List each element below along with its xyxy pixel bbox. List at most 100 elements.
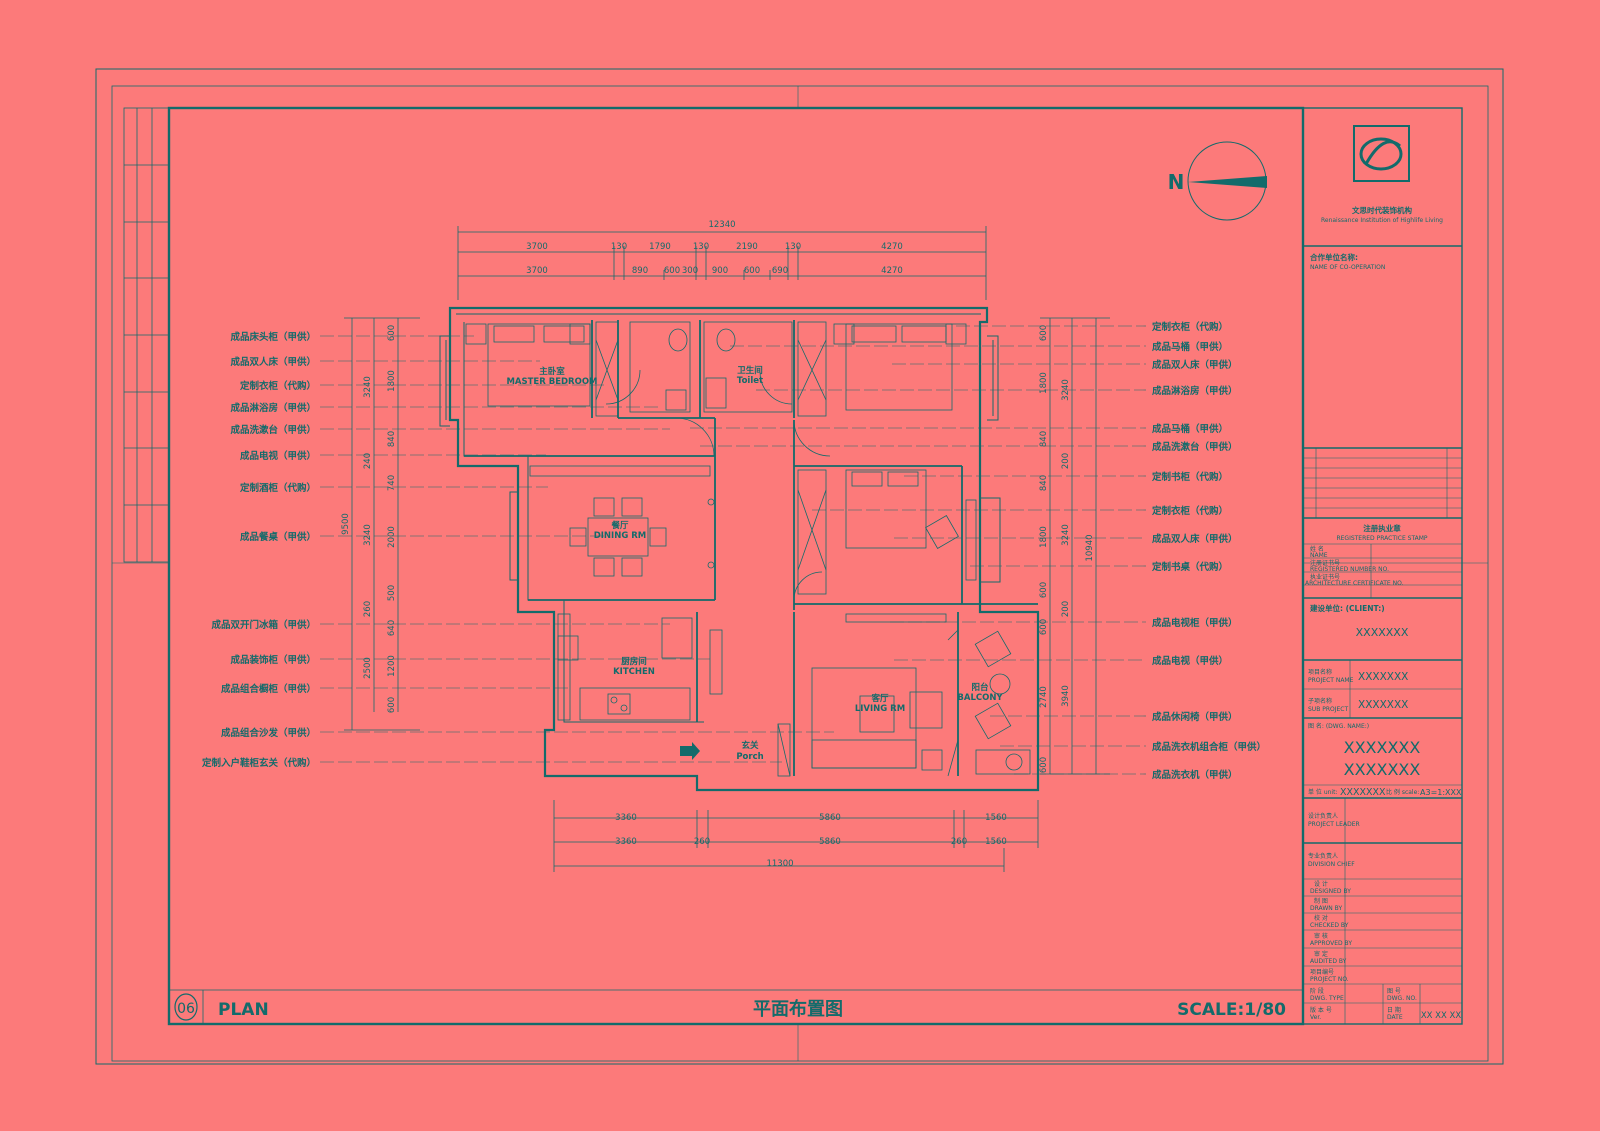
- annotation-label: 定制书柜（代购）: [1151, 471, 1228, 483]
- tb-label: 审 定: [1314, 950, 1328, 958]
- balcony-furniture: [974, 630, 1031, 775]
- room-label-toilet-cn: 卫生间: [737, 365, 763, 376]
- annotation-label: 成品双人床（甲供）: [1152, 359, 1238, 371]
- sheet-number: 06: [177, 1001, 195, 1017]
- company-logo-icon: [1353, 125, 1410, 182]
- dim-text: 1800: [1039, 372, 1049, 394]
- annotation-label: 定制衣柜（代购）: [1151, 505, 1228, 517]
- floor-plan: [439, 306, 1040, 792]
- right-annotations: 定制衣柜（代购） 成品马桶（甲供） 成品双人床（甲供） 成品淋浴房（甲供） 成品…: [1151, 321, 1266, 781]
- room-label-master-en: MASTER BEDROOM: [506, 377, 597, 387]
- annotation-label: 成品马桶（甲供）: [1152, 341, 1228, 353]
- client-value: XXXXXXX: [1356, 626, 1409, 639]
- dim-text: 1200: [387, 655, 397, 677]
- sheet-type: PLAN: [218, 1000, 269, 1020]
- annotation-label: 成品淋浴房（甲供）: [230, 402, 316, 414]
- inner-frame: [111, 85, 1489, 1062]
- kitchen-furniture: [557, 613, 723, 721]
- dim-text: 130: [611, 242, 627, 252]
- tb-label: 注册证书号: [1310, 559, 1340, 567]
- dim-text: 3360: [615, 813, 637, 823]
- dim-text: 3360: [615, 837, 637, 847]
- annotation-label: 成品电视（甲供）: [240, 450, 316, 462]
- second-bedroom-furniture: [797, 321, 967, 417]
- sheet-title: 平面布置图: [753, 998, 843, 1020]
- dim-text: 260: [694, 837, 710, 847]
- tb-label: 校 对: [1314, 914, 1328, 922]
- annotation-label: 成品洗漱台（甲供）: [1152, 441, 1238, 453]
- tb-label: 图 号: [1387, 988, 1401, 995]
- dim-text: 600: [387, 325, 397, 341]
- title-block-text: 文思时代装饰机构 Renaissance Institution of High…: [1305, 205, 1462, 1021]
- dim-overall-bottom: 11300: [766, 859, 793, 869]
- dim-text: 300: [682, 266, 698, 276]
- annotation-label: 定制衣柜（代购）: [239, 380, 316, 392]
- dim-text: 600: [744, 266, 760, 276]
- annotation-label: 成品组合橱柜（甲供）: [221, 683, 316, 695]
- dim-text: 4270: [881, 266, 903, 276]
- dim-text: 1560: [985, 813, 1007, 823]
- annotation-label: 成品电视（甲供）: [1152, 655, 1228, 667]
- dim-text: 740: [387, 475, 397, 491]
- outer-frame: [95, 68, 1504, 1065]
- entrance-arrow-icon: [680, 742, 700, 760]
- dim-text: 600: [664, 266, 680, 276]
- tb-label: 设 计: [1314, 880, 1328, 888]
- tb-label: 执业证书号: [1310, 573, 1340, 581]
- tb-label: ARCHITECTURE CERTIFICATE NO.: [1305, 580, 1404, 587]
- dim-text: 900: [712, 266, 728, 276]
- tb-label: NAME: [1310, 552, 1328, 559]
- drawing-label: 图 名: (DWG. NAME:): [1308, 722, 1369, 730]
- tb-label: DATE: [1387, 1014, 1403, 1021]
- dim-text: 2500: [363, 657, 373, 679]
- cooperation-label: 合作单位名称:: [1310, 252, 1358, 262]
- bottom-dimensions: 3360 5860 1560 3360 260 5860 260 1560 11…: [615, 813, 1007, 869]
- tb-label: DWG. NO.: [1387, 995, 1417, 1002]
- dim-text: 3240: [1061, 524, 1071, 546]
- left-signature-strip: [123, 107, 170, 563]
- company-name-cn: 文思时代装饰机构: [1352, 205, 1412, 215]
- dim-text: 500: [387, 585, 397, 601]
- room-label-dining-en: DINING RM: [594, 531, 647, 541]
- dim-text: 600: [1039, 619, 1049, 635]
- dimension-lines: [344, 226, 1110, 872]
- dim-text: 3700: [526, 242, 548, 252]
- top-dimensions: 12340 3700 130 1790 130 2190 130 4270 37…: [526, 220, 903, 276]
- tb-label: AUDITED BY: [1310, 958, 1347, 965]
- client-label: 建设单位: (CLIENT:): [1309, 603, 1385, 613]
- unit-value: XXXXXXX: [1340, 787, 1386, 798]
- tb-label: DWG. TYPE: [1310, 995, 1344, 1002]
- annotation-label: 成品洗衣机组合柜（甲供）: [1152, 741, 1266, 753]
- annotation-label: 成品电视柜（甲供）: [1152, 617, 1238, 629]
- tb-label: SUB PROJECT: [1308, 706, 1348, 713]
- dim-text: 3240: [363, 376, 373, 398]
- dim-text: 3240: [1061, 379, 1071, 401]
- dim-text: 1560: [985, 837, 1007, 847]
- tb-label: Ver.: [1310, 1014, 1321, 1021]
- tb-label: 设计负责人: [1308, 812, 1338, 820]
- project-value: XXXXXXX: [1358, 671, 1408, 683]
- cooperation-label-en: NAME OF CO-OPERATION: [1310, 264, 1385, 271]
- dim-text: 1790: [649, 242, 671, 252]
- annotation-label: 定制入户鞋柜玄关（代购）: [201, 757, 316, 769]
- tb-label: 项目名称: [1308, 668, 1332, 676]
- dim-text: 260: [951, 837, 967, 847]
- annotation-label: 成品休闲椅（甲供）: [1152, 711, 1238, 723]
- dim-text: 840: [1039, 475, 1049, 491]
- tb-label: PROJECT NO.: [1310, 976, 1349, 983]
- left-annotations: 成品床头柜（甲供） 成品双人床（甲供） 定制衣柜（代购） 成品淋浴房（甲供） 成…: [201, 331, 316, 769]
- room-label-kitchen-en: KITCHEN: [613, 667, 655, 677]
- tb-label: REGISTERED NUMBER NO.: [1310, 566, 1389, 573]
- annotation-label: 成品双人床（甲供）: [1152, 533, 1238, 545]
- tb-label: DESIGNED BY: [1310, 888, 1351, 895]
- tb-label: PROJECT NAME: [1308, 677, 1354, 684]
- annotation-label: 成品洗衣机（甲供）: [1152, 769, 1238, 781]
- right-dimensions: 10940 3240 200 3240 200 3940 600 1800 84…: [1039, 325, 1095, 773]
- room-label-porch-en: Porch: [736, 752, 763, 762]
- tb-label: DIVISION CHIEF: [1308, 861, 1355, 868]
- dim-text: 840: [1039, 431, 1049, 447]
- tb-label: 专业负责人: [1308, 852, 1338, 860]
- dim-text: 240: [363, 453, 373, 469]
- annotation-label: 成品淋浴房（甲供）: [1152, 385, 1238, 397]
